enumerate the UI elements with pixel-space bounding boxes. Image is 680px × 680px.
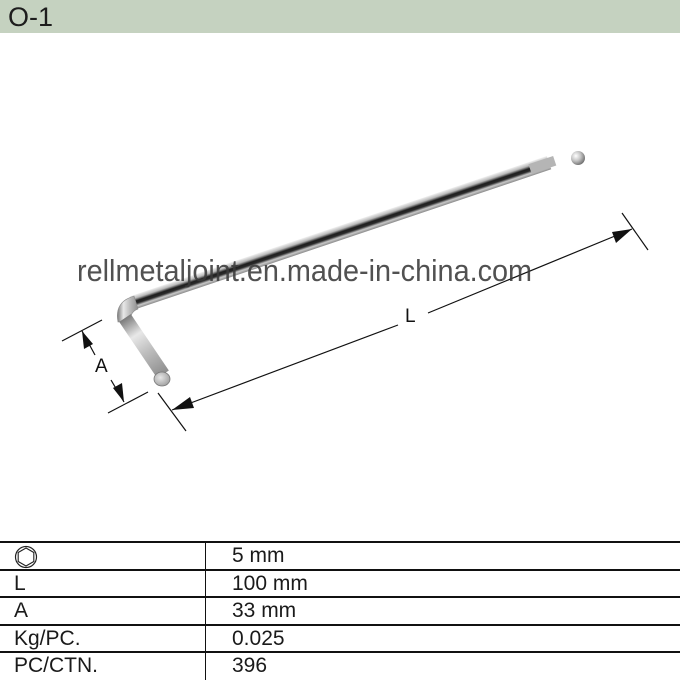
dimension-label-l: L <box>405 306 416 327</box>
hexagon-size-icon <box>14 545 38 569</box>
spec-value: 396 <box>232 654 268 677</box>
wrench-drawing <box>61 151 649 432</box>
spec-label: A <box>14 599 29 622</box>
dimension-label-a: A <box>95 356 108 377</box>
spec-row-size: 5 mm <box>0 541 680 569</box>
wrench-short-arm <box>119 314 169 379</box>
dimension-l <box>157 212 649 432</box>
wrench-long-arm <box>129 156 557 310</box>
spec-label: Kg/PC. <box>14 626 81 650</box>
spec-label: L <box>14 571 26 595</box>
spec-value: 0.025 <box>232 626 285 650</box>
table-column-divider <box>205 541 206 680</box>
spec-row-weight: Kg/PC. 0.025 <box>0 623 680 652</box>
spec-value: 100 mm <box>232 571 308 595</box>
watermark-text: rellmetaljoint.en.made-in-china.com <box>77 253 533 288</box>
spec-table: 5 mm L 100 mm A 33 mm Kg/PC. 0.025 PC/CT… <box>0 541 680 679</box>
product-code-title: O-1 <box>8 2 54 32</box>
wrench-end-cap <box>153 371 171 387</box>
spec-value: 33 mm <box>232 599 297 622</box>
spec-row-length: L 100 mm <box>0 568 680 597</box>
spec-row-carton-qty: PC/CTN. 396 <box>0 651 680 679</box>
spec-value: 5 mm <box>232 544 285 567</box>
spec-row-short-arm: A 33 mm <box>0 596 680 624</box>
spec-label: PC/CTN. <box>14 654 98 677</box>
dimension-a <box>61 319 149 414</box>
wrench-ball-end <box>571 151 585 165</box>
header-bar: O-1 <box>0 0 680 33</box>
